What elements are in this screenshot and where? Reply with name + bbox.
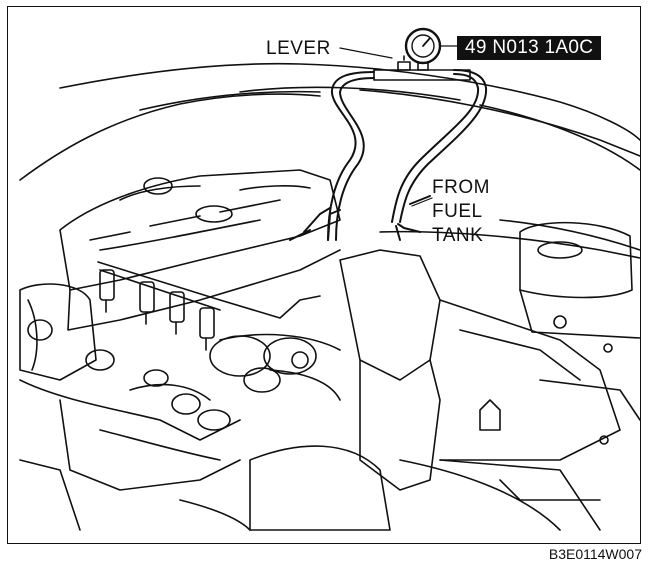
from-fuel-tank-label-line-3: TANK: [432, 225, 484, 246]
lever-label: LEVER: [266, 38, 331, 59]
lower-bay-components: [19, 379, 641, 531]
coolant-reservoir: [519, 221, 641, 353]
air-cleaner-box: [249, 249, 621, 531]
figure-frame: [7, 6, 641, 544]
gauge-hoses: [289, 69, 488, 241]
fuel-tank-leader: [411, 197, 433, 207]
tool-number-label: 49 N013 1A0C: [457, 36, 602, 60]
from-fuel-tank-label-line-1: FROM: [432, 177, 490, 198]
lever-leader: [339, 47, 393, 59]
hood-outline: [19, 62, 641, 259]
figure-code: B3E0114W007: [548, 546, 642, 562]
from-fuel-tank-label-line-2: FUEL: [432, 201, 483, 222]
fuel-rail-and-injectors: [97, 261, 321, 351]
fuel-pressure-gauge: [373, 27, 471, 81]
callout-leaders: [339, 45, 459, 207]
intake-manifold: [19, 283, 241, 491]
throttle-body: [209, 333, 341, 401]
cylinder-head: [59, 169, 341, 331]
